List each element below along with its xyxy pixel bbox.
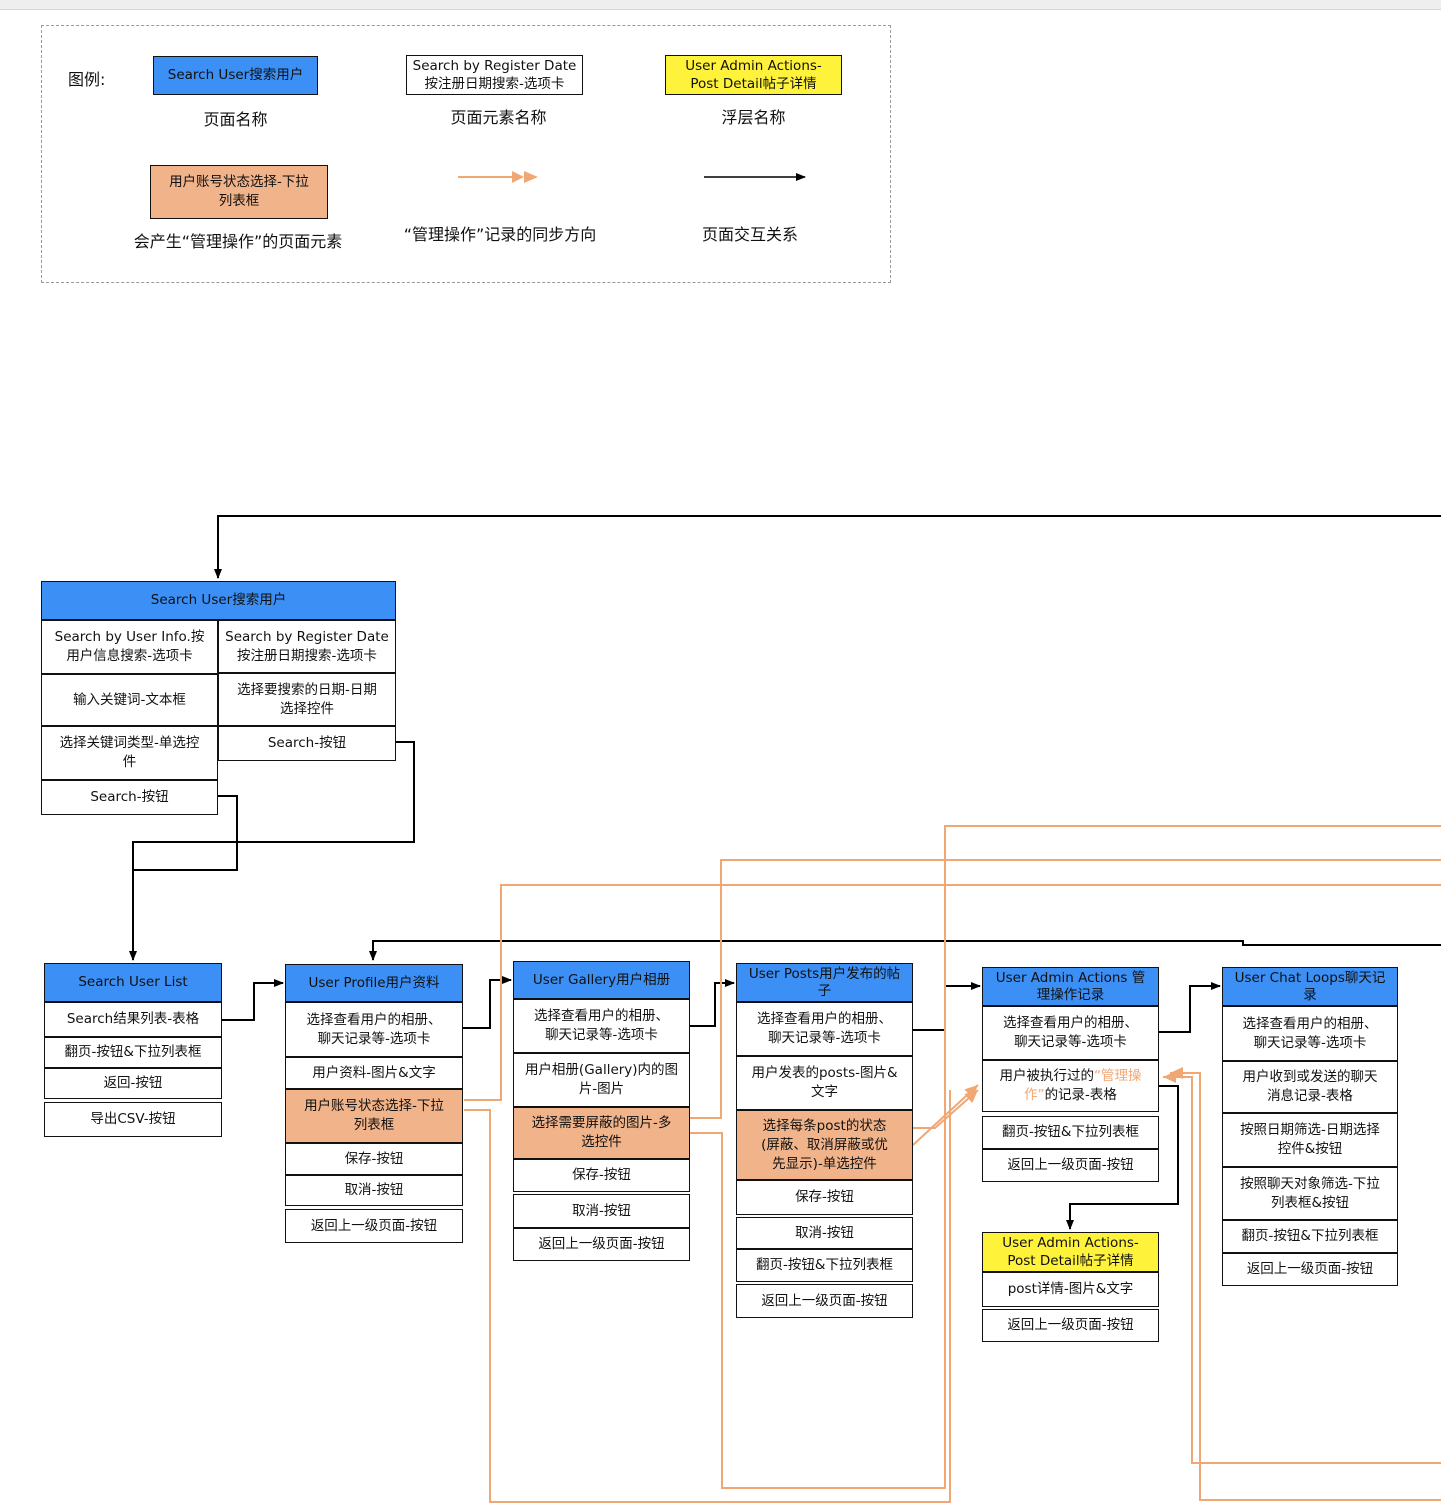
search-user-date-picker: 选择要搜索的日期-日期 选择控件 bbox=[218, 673, 396, 726]
window-top-bar bbox=[0, 0, 1441, 10]
list-to-profile bbox=[222, 979, 284, 1021]
user-gallery-title: User Gallery用户相册 bbox=[513, 961, 690, 999]
user-posts-status-radio: 选择每条post的状态 (屏蔽、取消屏蔽或优 先显示)-单选控件 bbox=[736, 1110, 913, 1180]
top-loop-line bbox=[214, 515, 1441, 579]
user-chat-loops-tabs: 选择查看用户的相册、 聊天记录等-选项卡 bbox=[1222, 1006, 1398, 1061]
user-chat-loops-back-button: 返回上一级页面-按钮 bbox=[1222, 1253, 1398, 1286]
user-chat-loops-messages-table: 用户收到或发送的聊天 消息记录-表格 bbox=[1222, 1061, 1398, 1113]
legend-overlay-sample: User Admin Actions- Post Detail帖子详情 bbox=[665, 55, 842, 95]
sync-line-2 bbox=[690, 859, 1441, 1119]
user-admin-actions-back-button: 返回上一级页面-按钮 bbox=[982, 1149, 1159, 1182]
sync-chat-return-2 bbox=[1170, 1067, 1441, 1501]
user-profile-tabs: 选择查看用户的相册、 聊天记录等-选项卡 bbox=[285, 1002, 463, 1057]
legend-action-sample: 用户账号状态选择-下拉 列表框 bbox=[150, 165, 328, 219]
user-posts-save-button: 保存-按钮 bbox=[736, 1180, 913, 1215]
user-chat-loops-date-filter: 按照日期筛选-日期选择 控件&按钮 bbox=[1222, 1113, 1398, 1167]
user-posts-pagination: 翻页-按钮&下拉列表框 bbox=[736, 1249, 913, 1282]
search-user-list-back-button: 返回-按钮 bbox=[44, 1068, 222, 1099]
user-chat-loops-pagination: 翻页-按钮&下拉列表框 bbox=[1222, 1220, 1398, 1253]
user-gallery-cancel-button: 取消-按钮 bbox=[513, 1194, 690, 1228]
user-gallery-tabs: 选择查看用户的相册、 聊天记录等-选项卡 bbox=[513, 999, 690, 1053]
admin-to-post-detail bbox=[1066, 1085, 1179, 1230]
profile-to-gallery bbox=[463, 976, 512, 1029]
legend-element-sample: Search by Register Date 按注册日期搜索-选项卡 bbox=[406, 55, 583, 95]
user-admin-actions-tabs: 选择查看用户的相册、 聊天记录等-选项卡 bbox=[982, 1006, 1159, 1060]
sync-posts-to-admin-1 bbox=[913, 1089, 979, 1129]
user-admin-actions-title: User Admin Actions 管 理操作记录 bbox=[982, 967, 1159, 1006]
search-user-list-export-csv-button: 导出CSV-按钮 bbox=[44, 1102, 222, 1137]
search-user-keyword-type-radio: 选择关键词类型-单选控 件 bbox=[41, 726, 218, 780]
legend-page-caption: 页面名称 bbox=[203, 110, 268, 129]
search-user-search-button-right: Search-按钮 bbox=[218, 726, 396, 761]
sync-posts-to-admin-2 bbox=[912, 1084, 979, 1146]
legend-page-sample: Search User搜索用户 bbox=[153, 56, 318, 95]
legend-sync-caption: “管理操作”记录的同步方向 bbox=[403, 225, 597, 244]
user-gallery-back-button: 返回上一级页面-按钮 bbox=[513, 1228, 690, 1261]
user-profile-info: 用户资料-图片&文字 bbox=[285, 1057, 463, 1089]
user-chat-loops-contact-filter: 按照聊天对象筛选-下拉 列表框&按钮 bbox=[1222, 1167, 1398, 1220]
user-profile-title: User Profile用户资料 bbox=[285, 964, 463, 1002]
user-profile-cancel-button: 取消-按钮 bbox=[285, 1175, 463, 1206]
user-chat-loops-title: User Chat Loops聊天记 录 bbox=[1222, 967, 1398, 1006]
admin-to-chat bbox=[1159, 982, 1221, 1033]
search-user-tab-register-date: Search by Register Date 按注册日期搜索-选项卡 bbox=[218, 620, 396, 673]
user-gallery-images: 用户相册(Gallery)内的图 片-图片 bbox=[513, 1053, 690, 1107]
search-info-to-list bbox=[133, 795, 238, 871]
search-user-search-button-left: Search-按钮 bbox=[41, 780, 218, 815]
user-profile-save-button: 保存-按钮 bbox=[285, 1143, 463, 1175]
return-to-profile-line bbox=[369, 940, 1441, 961]
sync-line-4 bbox=[464, 1090, 951, 1503]
search-user-list-pagination: 翻页-按钮&下拉列表框 bbox=[44, 1037, 222, 1068]
legend-sync-arrow bbox=[458, 171, 538, 183]
search-date-to-list bbox=[129, 741, 415, 961]
user-admin-actions-pagination: 翻页-按钮&下拉列表框 bbox=[982, 1116, 1159, 1149]
post-detail-title: User Admin Actions- Post Detail帖子详情 bbox=[982, 1232, 1159, 1272]
user-posts-tabs: 选择查看用户的相册、 聊天记录等-选项卡 bbox=[736, 1002, 913, 1056]
legend-label: 图例: bbox=[68, 70, 106, 89]
post-detail-back-button: 返回上一级页面-按钮 bbox=[982, 1309, 1159, 1342]
user-profile-back-button: 返回上一级页面-按钮 bbox=[285, 1209, 463, 1243]
post-detail-content: post详情-图片&文字 bbox=[982, 1272, 1159, 1307]
legend-interaction-caption: 页面交互关系 bbox=[701, 225, 798, 244]
legend-element-caption: 页面元素名称 bbox=[450, 108, 547, 127]
search-user-list-title: Search User List bbox=[44, 963, 222, 1002]
user-posts-title: User Posts用户发布的帖 子 bbox=[736, 963, 913, 1002]
sync-line-3 bbox=[464, 884, 1441, 1101]
user-gallery-save-button: 保存-按钮 bbox=[513, 1159, 690, 1192]
legend-action-caption: 会产生“管理操作”的页面元素 bbox=[133, 232, 343, 251]
search-user-title: Search User搜索用户 bbox=[41, 581, 396, 620]
user-posts-content: 用户发表的posts-图片& 文字 bbox=[736, 1056, 913, 1110]
user-admin-actions-records-table: 用户被执行过的“管理操 作”的记录-表格 bbox=[982, 1060, 1159, 1112]
gallery-to-posts bbox=[690, 979, 735, 1027]
sync-line-1 bbox=[690, 825, 1441, 1489]
search-user-tab-user-info: Search by User Info.按 用户信息搜索-选项卡 bbox=[41, 620, 218, 674]
search-user-keyword-input: 输入关键词-文本框 bbox=[41, 674, 218, 726]
user-posts-cancel-button: 取消-按钮 bbox=[736, 1217, 913, 1249]
user-profile-account-status-dropdown: 用户账号状态选择-下拉 列表框 bbox=[285, 1089, 463, 1143]
posts-to-admin bbox=[913, 982, 981, 1031]
user-gallery-block-select: 选择需要屏蔽的图片-多 选控件 bbox=[513, 1107, 690, 1159]
legend-frame bbox=[41, 25, 891, 283]
legend-overlay-caption: 浮层名称 bbox=[721, 108, 786, 127]
user-posts-back-button: 返回上一级页面-按钮 bbox=[736, 1284, 913, 1318]
search-user-list-results-table: Search结果列表-表格 bbox=[44, 1002, 222, 1037]
